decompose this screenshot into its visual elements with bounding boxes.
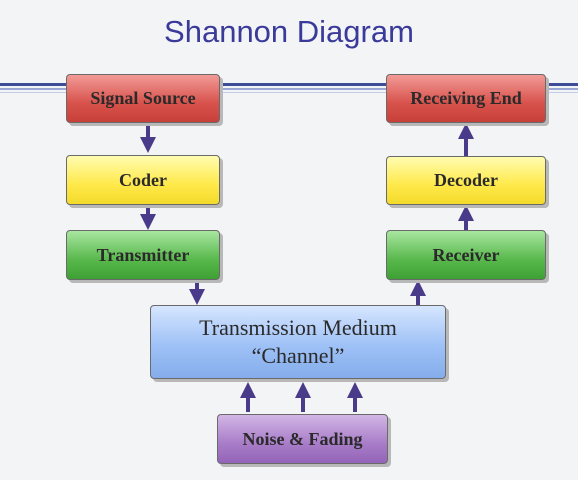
receiver-box: Receiver	[386, 230, 546, 280]
receiving-end-box: Receiving End	[386, 74, 546, 123]
diagram-title: Shannon Diagram	[164, 14, 414, 49]
transmission-medium-label: Transmission Medium	[199, 315, 397, 340]
divider-line	[0, 88, 578, 90]
transmitter-label: Transmitter	[96, 244, 190, 265]
divider-line	[0, 83, 578, 86]
decoder-label: Decoder	[434, 170, 498, 190]
noise-fading-label: Noise & Fading	[242, 428, 363, 449]
receiver-label: Receiver	[432, 244, 500, 265]
coder-box: Coder	[66, 155, 220, 205]
coder-label: Coder	[119, 169, 167, 190]
decoder-box: Decoder	[386, 156, 546, 205]
receiving-end-label: Receiving End	[410, 88, 522, 108]
transmitter-box: Transmitter	[66, 230, 220, 280]
signal-source-box: Signal Source	[66, 74, 220, 123]
divider-line	[0, 92, 578, 93]
transmission-medium-box: Transmission Medium “Channel”	[150, 305, 446, 379]
signal-source-label: Signal Source	[90, 88, 196, 108]
noise-fading-box: Noise & Fading	[217, 414, 388, 464]
channel-label: “Channel”	[251, 343, 345, 368]
